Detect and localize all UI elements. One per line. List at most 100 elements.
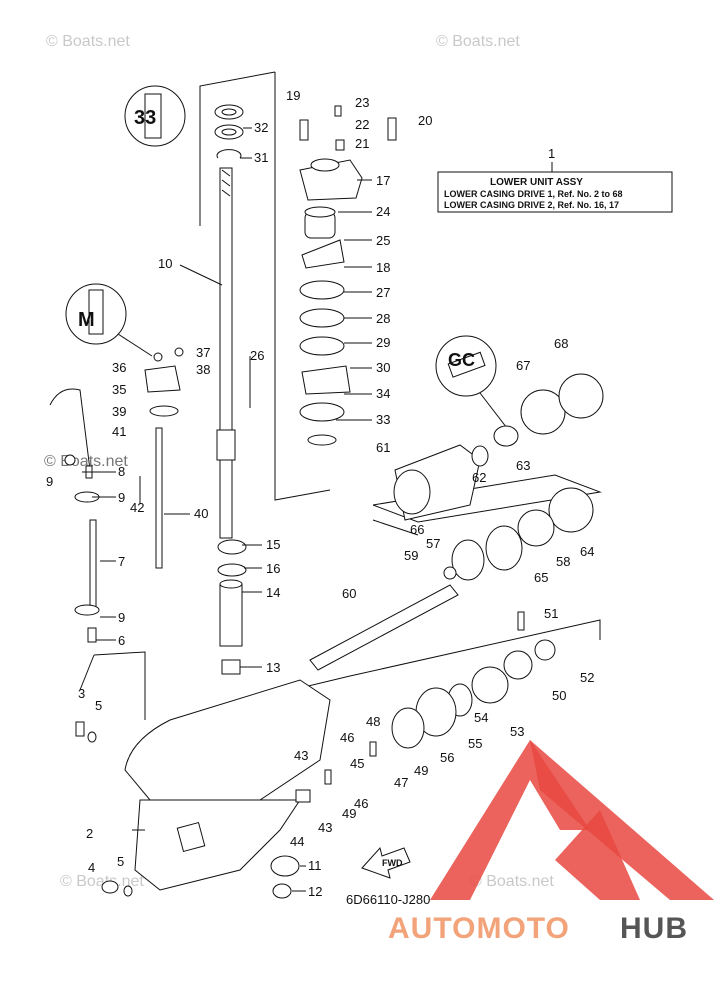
watermark: © Boats.net [44, 453, 128, 470]
lower-seal-bearings [217, 539, 247, 675]
callout-43: 43 [318, 820, 332, 835]
ref-box-title: LOWER UNIT ASSY [490, 177, 583, 188]
callout-38: 38 [196, 362, 210, 377]
callout-43: 43 [294, 748, 308, 763]
callout-7: 7 [118, 554, 125, 569]
brand-name-part2: HUB [620, 912, 688, 945]
watermark: © Boats.net [46, 33, 130, 50]
callout-48: 48 [366, 714, 380, 729]
callout-18: 18 [376, 260, 390, 275]
watermark: © Boats.net [436, 33, 520, 50]
callout-45: 45 [350, 756, 364, 771]
callout-66: 66 [410, 522, 424, 537]
callout-46: 46 [340, 730, 354, 745]
callout-14: 14 [266, 585, 280, 600]
callout-64: 64 [580, 544, 594, 559]
brand-name-part1: AUTOMOTO [388, 912, 570, 945]
callout-10: 10 [158, 256, 172, 271]
callout-28: 28 [376, 311, 390, 326]
callout-65: 65 [534, 570, 548, 585]
callout-49: 49 [342, 806, 356, 821]
callout-42: 42 [130, 500, 144, 515]
callout-23: 23 [355, 95, 369, 110]
callout-26: 26 [250, 348, 264, 363]
fwd-arrow-icon: FWD [361, 846, 411, 879]
callout-54: 54 [474, 710, 488, 725]
svg-text:33: 33 [134, 107, 156, 129]
callout-68: 68 [554, 336, 568, 351]
callout-5: 5 [117, 854, 124, 869]
callout-46: 46 [354, 796, 368, 811]
callout-58: 58 [556, 554, 570, 569]
callout-5: 5 [95, 698, 102, 713]
lower-casing [124, 679, 331, 891]
ref-box-line2: LOWER CASING DRIVE 2, Ref. No. 16, 17 [444, 200, 619, 210]
callout-19: 19 [286, 88, 300, 103]
callout-35: 35 [112, 382, 126, 397]
callout-60: 60 [342, 586, 356, 601]
assembly-ref-box: 1 LOWER UNIT ASSY LOWER CASING DRIVE 1, … [437, 146, 673, 213]
callout-50: 50 [552, 688, 566, 703]
callout-30: 30 [376, 360, 390, 375]
callout-61: 61 [376, 440, 390, 455]
callout-62: 62 [472, 470, 486, 485]
tool-c-icon: GC [435, 335, 511, 433]
callout-12: 12 [308, 884, 322, 899]
callout-2: 2 [86, 826, 93, 841]
callout-31: 31 [254, 150, 268, 165]
callout-8: 8 [118, 464, 125, 479]
callout-40: 40 [194, 506, 208, 521]
water-pump-assembly [299, 105, 397, 446]
callout-4: 4 [88, 860, 95, 875]
watermark: © Boats.net [60, 873, 144, 890]
callout-52: 52 [580, 670, 594, 685]
callout-59: 59 [404, 548, 418, 563]
callout-27: 27 [376, 285, 390, 300]
callout-22: 22 [355, 117, 369, 132]
callout-11: 11 [308, 858, 322, 873]
callout-33: 33 [376, 412, 390, 427]
tool-33-icon: 33 [124, 85, 186, 147]
callout-13: 13 [266, 660, 280, 675]
callout-9: 9 [46, 474, 53, 489]
callout-21: 21 [355, 136, 369, 151]
watermark: © Boats.net [470, 873, 554, 890]
callout-15: 15 [266, 537, 280, 552]
callout-36: 36 [112, 360, 126, 375]
callout-25: 25 [376, 233, 390, 248]
callout-51: 51 [544, 606, 558, 621]
callout-6: 6 [118, 633, 125, 648]
fwd-label: FWD [382, 858, 403, 868]
callout-37: 37 [196, 345, 210, 360]
callout-16: 16 [266, 561, 280, 576]
brand-logo-icon [430, 740, 714, 900]
callout-57: 57 [426, 536, 440, 551]
callout-56: 56 [440, 750, 454, 765]
callout-17: 17 [376, 173, 390, 188]
callout-34: 34 [376, 386, 390, 401]
svg-text:GC: GC [448, 350, 475, 370]
callout-24: 24 [376, 204, 390, 219]
callout-53: 53 [510, 724, 524, 739]
tool-m-icon: M [65, 283, 153, 357]
callout-55: 55 [468, 736, 482, 751]
callout-29: 29 [376, 335, 390, 350]
callout-32: 32 [254, 120, 268, 135]
bearing-32 [214, 104, 244, 159]
callout-67: 67 [516, 358, 530, 373]
callout-44: 44 [290, 834, 304, 849]
ref-box-line1: LOWER CASING DRIVE 1, Ref. No. 2 to 68 [444, 189, 623, 199]
callout-9: 9 [118, 490, 125, 505]
shift-parts [49, 347, 184, 643]
callout-9: 9 [118, 610, 125, 625]
callout-47: 47 [394, 775, 408, 790]
callout-20: 20 [418, 113, 432, 128]
callout-63: 63 [516, 458, 530, 473]
gearcase-internals [75, 373, 604, 899]
svg-text:M: M [78, 309, 95, 331]
callout-3: 3 [78, 686, 85, 701]
callout-41: 41 [112, 424, 126, 439]
drawing-code: 6D66110-J280 [346, 892, 430, 907]
leader-lines [82, 127, 372, 892]
